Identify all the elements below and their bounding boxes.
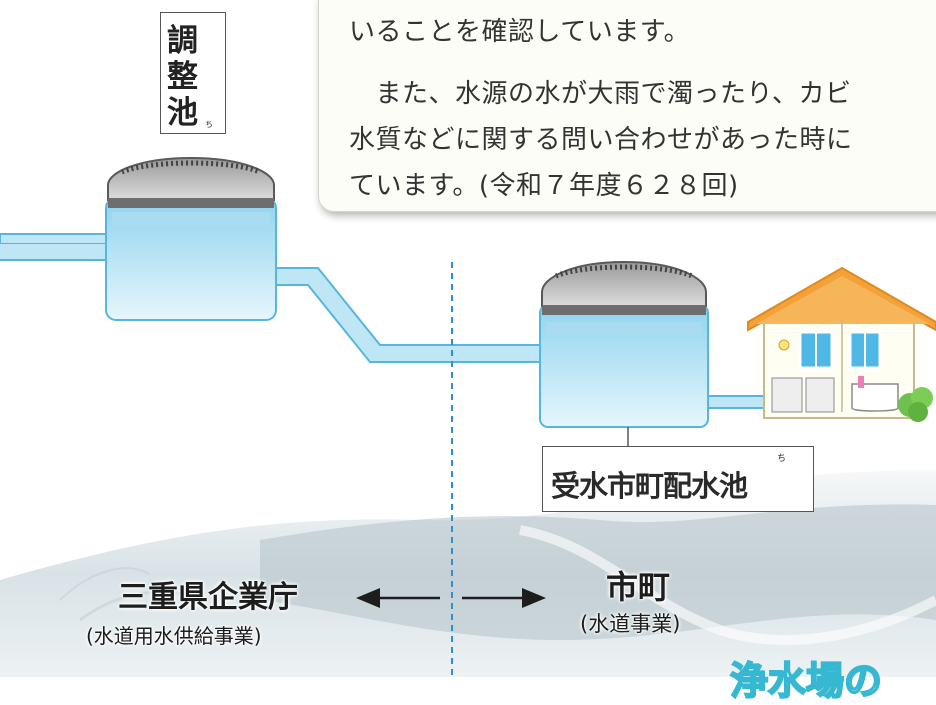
label-ruby: ち	[205, 120, 213, 129]
water-pipes	[0, 233, 765, 409]
callout-line-1: いることを確認しています。	[349, 17, 691, 47]
distribution-reservoir-label: ち 受水市町配水池	[542, 446, 814, 512]
municipality-sub: (水道事業)	[580, 612, 681, 636]
callout-line-3: 水質などに関する問い合わせがあった時に	[349, 125, 853, 155]
label-char-1: 調	[167, 23, 198, 59]
prefecture-sub: (水道用水供給事業)	[86, 624, 262, 648]
label-ruby: ち	[777, 454, 787, 464]
diagram-canvas	[0, 156, 936, 677]
reservoir-label-text: 受水市町配水池	[551, 469, 748, 503]
river-photo	[0, 470, 936, 677]
house-illustration	[747, 266, 936, 422]
distribution-reservoir-tank	[539, 260, 709, 446]
label-char-2: 整	[167, 59, 198, 95]
callout-line-4: ています。(令和７年度６２８回)	[349, 171, 739, 201]
direction-arrows	[356, 588, 546, 608]
callout-line-2: また、水源の水が大雨で濁ったり、カビ	[349, 79, 852, 109]
section-banner: 浄水場の	[729, 658, 883, 704]
adjustment-pond-tank	[105, 156, 277, 321]
municipality-name: 市町	[606, 568, 671, 606]
label-char-3: 池	[167, 95, 198, 131]
prefecture-name: 三重県企業庁	[118, 580, 298, 615]
explanation-callout: いることを確認しています。 また、水源の水が大雨で濁ったり、カビ 水質などに関す…	[318, 0, 936, 212]
adjustment-pond-label: 調 整 池 ち	[160, 12, 226, 134]
